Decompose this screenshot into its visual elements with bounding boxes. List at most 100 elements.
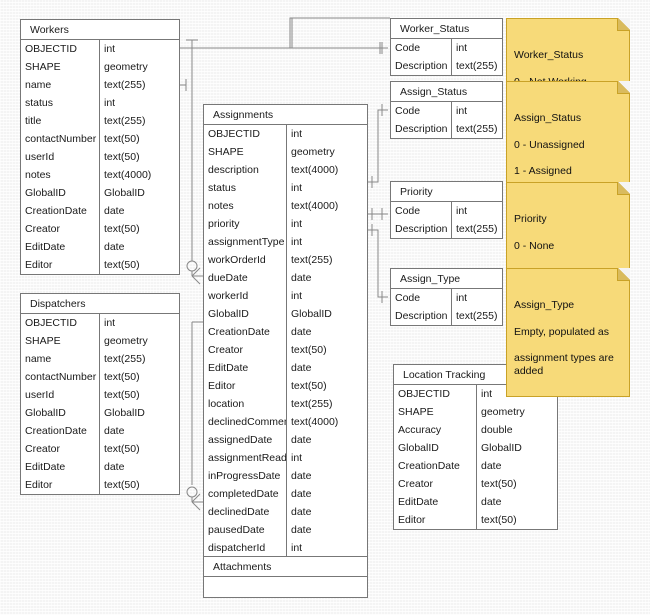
note-assign-type[interactable]: Assign_Type Empty, populated as assignme… (506, 268, 630, 397)
column-type: int (456, 292, 468, 304)
column-name: contactNumber (21, 368, 100, 386)
column-type: date (291, 470, 312, 482)
column-type: text(50) (104, 371, 140, 383)
column-type: text(50) (104, 223, 140, 235)
column-type: date (291, 326, 312, 338)
entity-attachments[interactable]: Attachments (203, 556, 368, 598)
page-fold-icon (617, 81, 630, 94)
column-name: SHAPE (21, 332, 100, 350)
column-name: Accuracy (394, 421, 477, 439)
column-type: date (291, 272, 312, 284)
entity-attachments-columns (204, 577, 367, 597)
table-row: Description text(255) (391, 307, 502, 325)
note-title: Assign_Status (514, 112, 582, 125)
column-name: SHAPE (394, 403, 477, 421)
column-name: OBJECTID (394, 385, 477, 403)
column-type: text(255) (456, 310, 498, 322)
column-name: location (204, 395, 287, 413)
column-name: declinedDate (204, 503, 287, 521)
column-name: OBJECTID (21, 314, 100, 332)
column-name: CreationDate (204, 323, 287, 341)
column-type: int (291, 290, 303, 302)
column-name: Creator (394, 475, 477, 493)
column-name: name (21, 350, 100, 368)
column-name: GlobalID (394, 439, 477, 457)
column-type: text(255) (456, 223, 498, 235)
column-name: Code (391, 102, 452, 120)
column-name: SHAPE (204, 143, 287, 161)
column-type: int (456, 205, 468, 217)
column-type: date (104, 425, 125, 437)
column-name: status (204, 179, 287, 197)
column-type: int (291, 128, 303, 140)
column-name: Code (391, 39, 452, 57)
column-type: int (291, 182, 303, 194)
column-type: int (291, 218, 303, 230)
note-line: 0 - Unassigned (514, 138, 585, 151)
entity-assign-status-title: Assign_Status (391, 82, 502, 102)
column-type: date (291, 524, 312, 536)
column-type: text(4000) (291, 200, 339, 212)
column-name: title (21, 112, 100, 130)
column-type: GlobalID (104, 187, 145, 199)
table-row: contactNumber text(50) (21, 368, 179, 386)
entity-worker-status-title: Worker_Status (391, 19, 502, 39)
column-name: assignmentType (204, 233, 287, 251)
column-type: text(50) (481, 478, 517, 490)
column-type: int (104, 43, 116, 55)
column-type: text(50) (291, 344, 327, 356)
column-name: GlobalID (21, 404, 100, 422)
column-name: CreationDate (394, 457, 477, 475)
column-type: date (481, 496, 502, 508)
column-name: Description (391, 307, 452, 325)
column-name: EditDate (21, 458, 100, 476)
column-name: Code (391, 289, 452, 307)
note-line: 1 - Assigned (514, 165, 572, 178)
column-name: Description (391, 57, 452, 75)
page-fold-icon (617, 18, 630, 31)
table-row: workerId int (204, 287, 367, 305)
column-type: text(4000) (291, 416, 339, 428)
column-name: Editor (21, 256, 100, 274)
column-name: CreationDate (21, 202, 100, 220)
note-title: Priority (514, 213, 547, 226)
table-row: CreationDate date (204, 323, 367, 341)
column-name: workerId (204, 287, 287, 305)
column-type: text(50) (291, 380, 327, 392)
